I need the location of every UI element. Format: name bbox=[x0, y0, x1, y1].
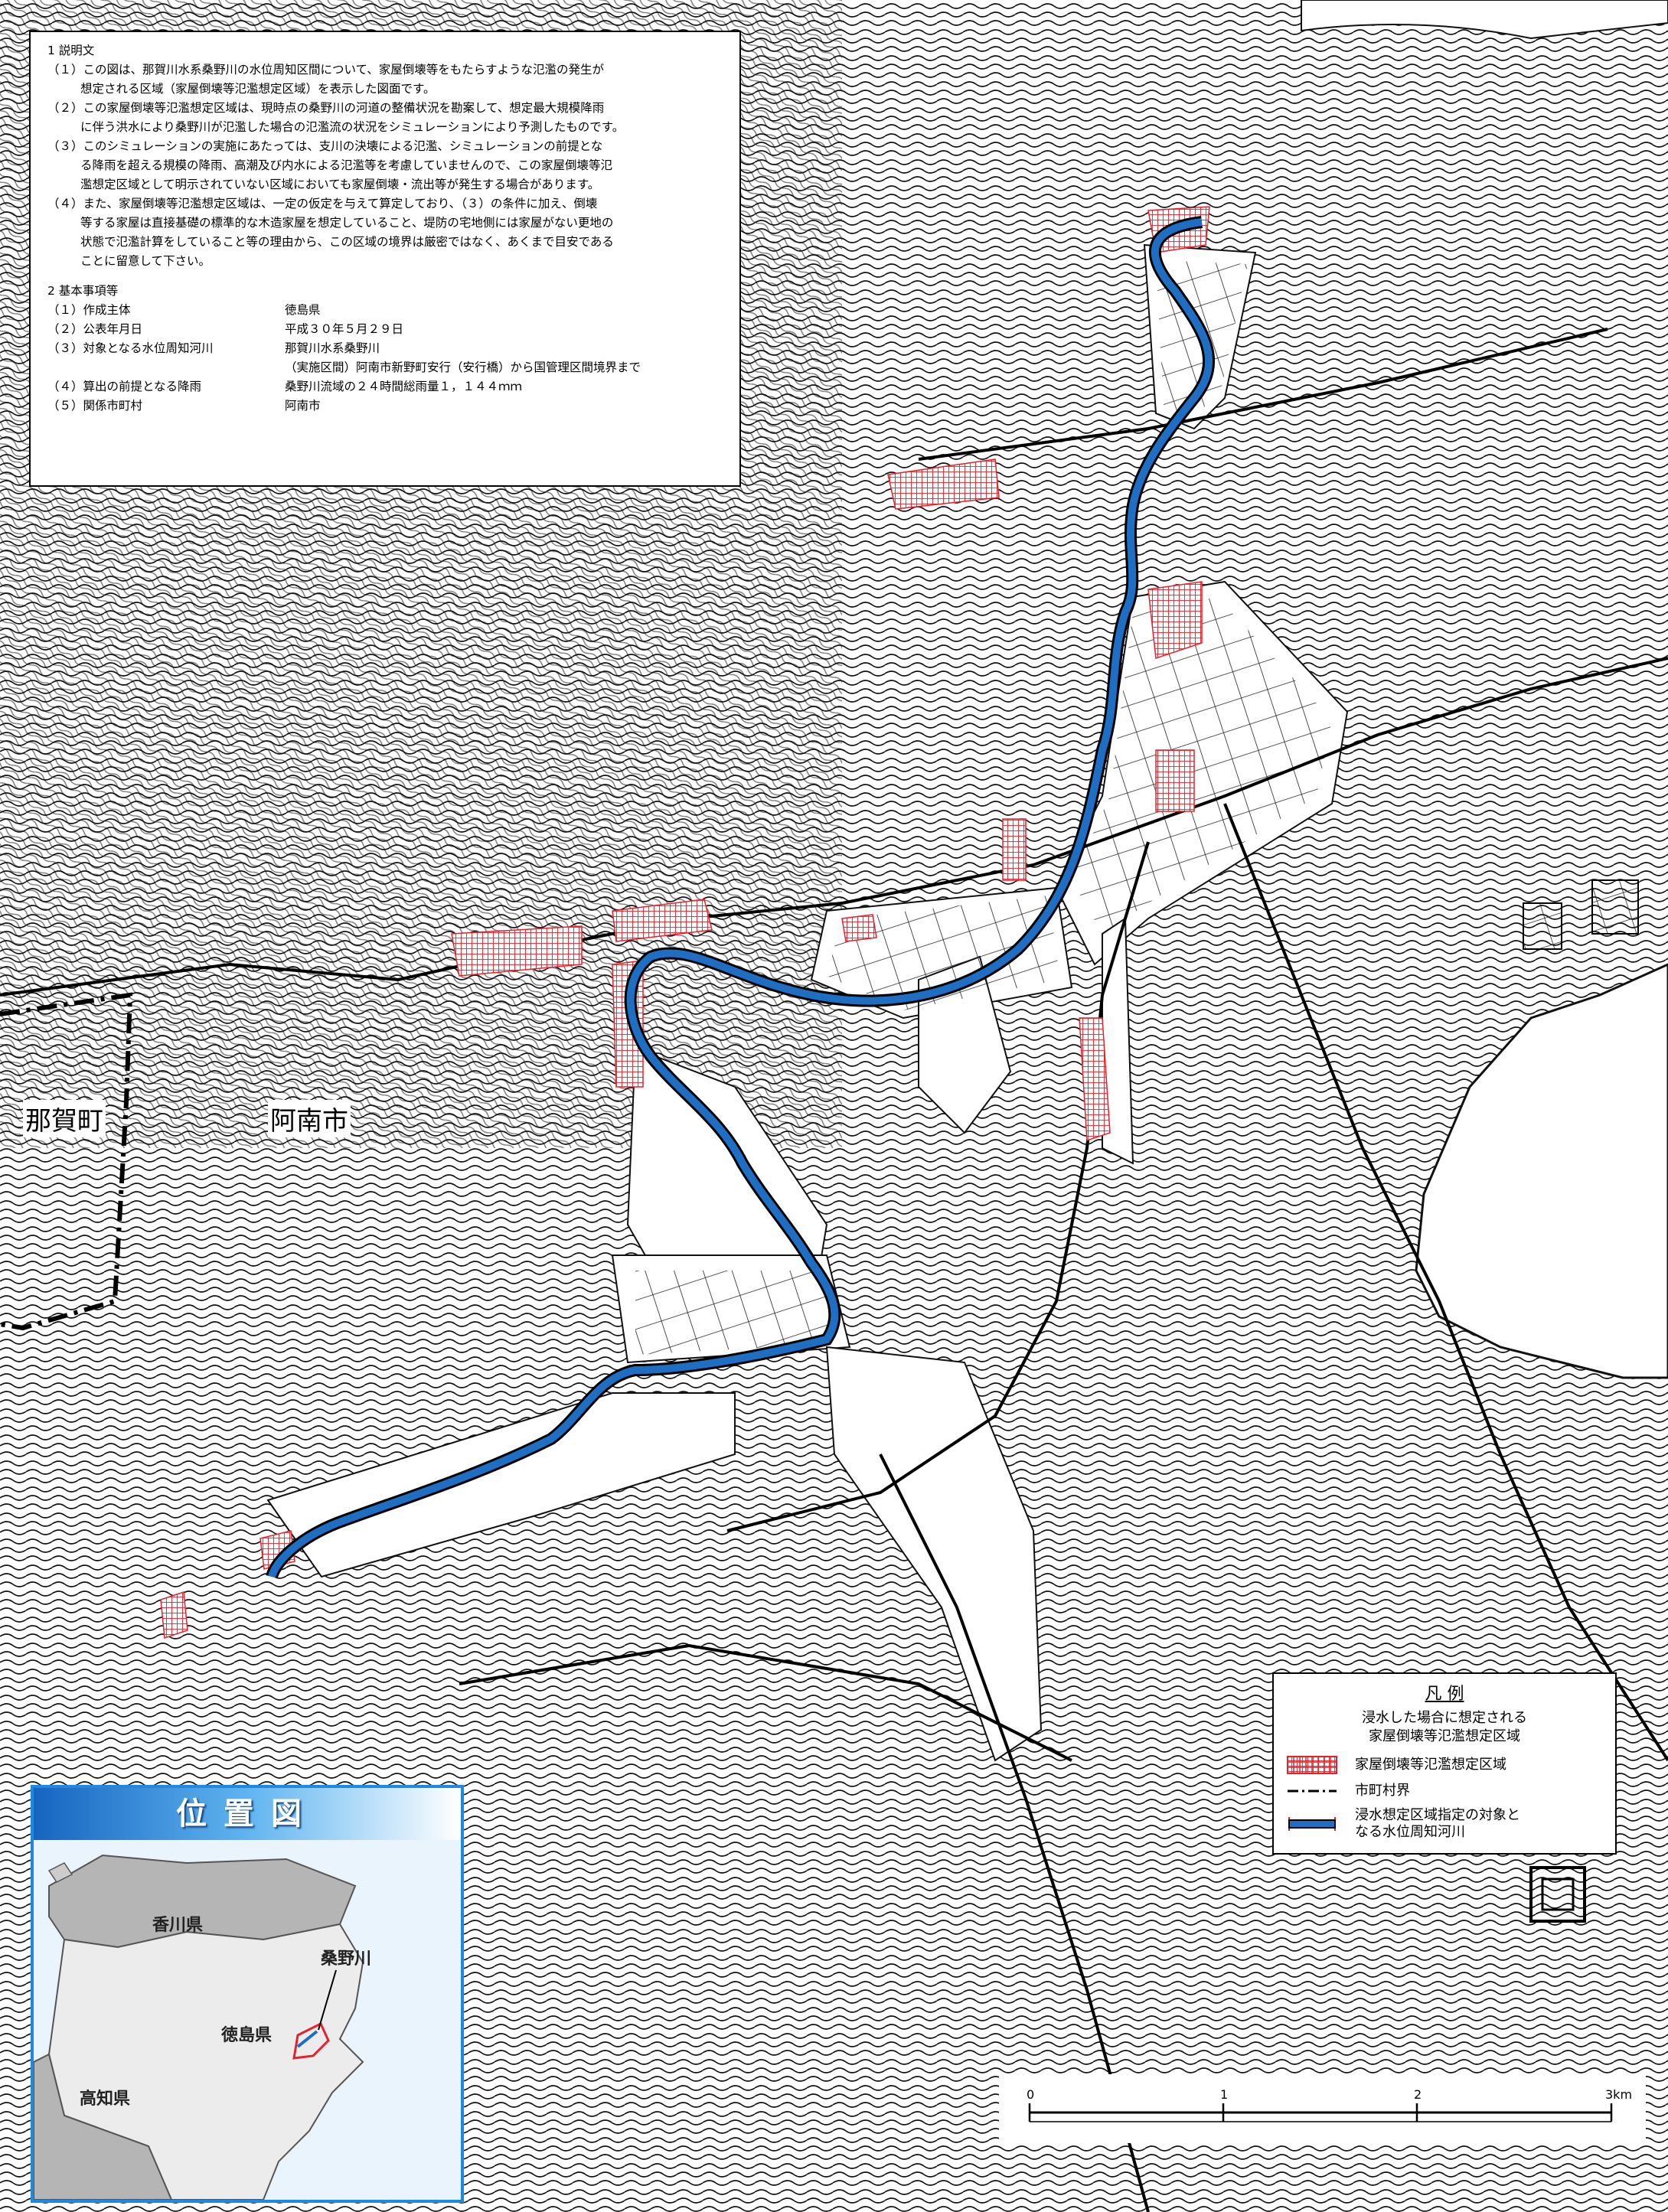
legend-item-zone: 家屋倒壊等氾濫想定区域 bbox=[1286, 1755, 1603, 1775]
explanation-panel: 1 説明文 （１）この図は、那賀川水系桑野川の水位周知区間について、家屋倒壊等を… bbox=[29, 31, 741, 487]
scale-tick-2: 2 bbox=[1414, 2087, 1422, 2102]
basic-info-row: （４）算出の前提となる降雨桑野川流域の２４時間総雨量１，１４４ｍｍ bbox=[47, 380, 523, 393]
notes-line: （１）この図は、那賀川水系桑野川の水位周知区間について、家屋倒壊等をもたらすよう… bbox=[47, 63, 604, 77]
basic-info-row: （５）関係市町村阿南市 bbox=[47, 399, 321, 413]
notes-line: （２）この家屋倒壊等氾濫想定区域は、現時点の桑野川の河道の整備状況を勘案して、想… bbox=[47, 101, 605, 115]
label-kochi: 高知県 bbox=[80, 2089, 130, 2109]
basic-info-row: （２）公表年月日平成３０年５月２９日 bbox=[47, 322, 404, 336]
label-tokushima: 徳島県 bbox=[220, 2025, 272, 2045]
basic-info-row: （実施区間）阿南市新野町安行（安行橋）から国管理区間境界まで bbox=[285, 361, 641, 374]
notes-line: 想定される区域（家屋倒壊等氾濫想定区域）を表示した図面です。 bbox=[80, 82, 436, 96]
bay-area bbox=[1415, 963, 1668, 1379]
location-map: 位置図 香川県 徳島県 高知県 桑野川 bbox=[31, 1785, 464, 2203]
notes-heading-1: 1 説明文 bbox=[47, 44, 95, 57]
town-buildings bbox=[1523, 879, 1639, 1923]
notes-line: る降雨を超える規模の降雨、高潮及び内水による氾濫等を考慮していませんので、この家… bbox=[80, 158, 613, 172]
leader-line bbox=[318, 1969, 337, 2031]
legend-item-river: 浸水想定区域指定の対象と なる水位周知河川 bbox=[1286, 1807, 1603, 1841]
river-line-icon bbox=[1288, 1817, 1336, 1831]
scale-tick-1: 1 bbox=[1220, 2087, 1228, 2102]
label-kuwano-river: 桑野川 bbox=[321, 1949, 371, 1969]
legend-panel: 凡 例 浸水した場合に想定される 家屋倒壊等氾濫想定区域 家屋倒壊等氾濫想定区域… bbox=[1272, 1672, 1617, 1855]
notes-line: 状態で氾濫計算をしていること等の理由から、この区域の境界は厳密ではなく、あくまで… bbox=[80, 235, 614, 249]
basic-info-row: （１）作成主体徳島県 bbox=[47, 303, 321, 317]
scale-tick-3: 3km bbox=[1605, 2087, 1632, 2102]
boundary-line-icon bbox=[1288, 1790, 1337, 1793]
roads bbox=[0, 328, 1668, 2212]
legend-subtitle: 浸水した場合に想定される 家屋倒壊等氾濫想定区域 bbox=[1362, 1710, 1527, 1744]
notes-line: 等する家屋は直接基礎の標準的な木造家屋を想定していること、堤防の宅地側には家屋が… bbox=[80, 216, 614, 230]
basic-info-row: （３）対象となる水位周知河川那賀川水系桑野川 bbox=[47, 341, 380, 355]
scale-tick-0: 0 bbox=[1027, 2087, 1034, 2102]
notes-line: （３）このシミュレーションの実施にあたっては、支川の決壊による氾濫、シミュレーシ… bbox=[47, 139, 603, 153]
location-map-title: 位置図 bbox=[34, 1788, 461, 1840]
notes-line: ことに留意して下さい。 bbox=[80, 254, 211, 268]
label-kagawa: 香川県 bbox=[152, 1916, 203, 1935]
legend-item-boundary: 市町村界 bbox=[1286, 1781, 1603, 1801]
river-north bbox=[1301, 0, 1668, 40]
kochi-prefecture bbox=[34, 2053, 173, 2200]
kuwano-basin bbox=[292, 2021, 330, 2060]
location-map-drawing: 香川県 徳島県 高知県 桑野川 bbox=[34, 1840, 461, 2200]
notes-heading-2: 2 基本事項等 bbox=[47, 284, 119, 298]
notes-line: （４）また、家屋倒壊等氾濫想定区域は、一定の仮定を与えて算定しており、（３）の条… bbox=[47, 197, 598, 210]
hatch-swatch-icon bbox=[1287, 1756, 1337, 1774]
kuwano-river-mini bbox=[296, 2030, 318, 2048]
legend-title: 凡 例 bbox=[1425, 1685, 1464, 1704]
municipal-boundary bbox=[0, 992, 133, 1331]
place-label-nakacho: 那賀町 bbox=[23, 1100, 106, 1137]
place-label-anan: 阿南市 bbox=[268, 1100, 351, 1137]
notes-line: 濫想定区域として明示されていない区域においても家屋倒壊・流出等が発生する場合があ… bbox=[80, 178, 600, 191]
scale-bar: 0 1 2 3km bbox=[999, 2074, 1646, 2143]
notes-line: に伴う洪水により桑野川が氾濫した場合の氾濫流の状況をシミュレーションにより予測し… bbox=[80, 120, 625, 134]
kuwano-river bbox=[268, 218, 1213, 1578]
